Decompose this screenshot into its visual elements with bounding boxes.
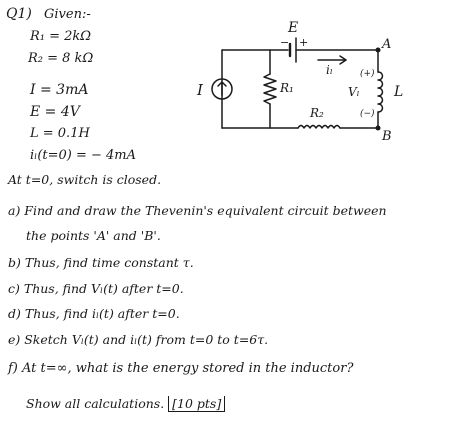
battery-label: E xyxy=(287,20,298,36)
question-number: Q1) xyxy=(6,6,32,22)
given-il0: iₗ(t=0) = − 4mA xyxy=(30,148,137,163)
circuit-diagram: I E − + R₁ R₂ iₗ A B L Vₗ (+) (−) xyxy=(196,20,403,144)
vl-plus: (+) xyxy=(360,68,375,79)
current-source-icon xyxy=(211,78,233,100)
given-e: E = 4V xyxy=(30,104,80,120)
node-a-dot xyxy=(375,47,381,53)
r2-resistor xyxy=(297,124,341,129)
given-title: Given:- xyxy=(44,7,91,22)
question-e: e) Sketch Vₗ(t) and iₗ(t) from t=0 to t=… xyxy=(8,332,269,347)
battery-minus: − xyxy=(280,36,289,49)
r1-label: R₁ xyxy=(279,81,294,95)
node-b-dot xyxy=(375,125,381,131)
node-b-label: B xyxy=(381,129,392,144)
show-calculations: Show all calculations. [10 pts] xyxy=(26,396,226,412)
question-a-line2: the points 'A' and 'B'. xyxy=(26,228,161,243)
question-b: b) Thus, find time constant τ. xyxy=(8,255,194,270)
show-calculations-text: Show all calculations. xyxy=(26,396,165,411)
r1-resistor xyxy=(263,73,277,105)
node-a-label: A xyxy=(381,37,391,52)
inductor-label: L xyxy=(393,84,403,100)
r2-label: R₂ xyxy=(309,106,324,120)
given-i: I = 3mA xyxy=(30,82,89,98)
intro-text: At t=0, switch is closed. xyxy=(8,172,162,187)
source-label: I xyxy=(196,81,204,99)
question-d: d) Thus, find iₗ(t) after t=0. xyxy=(8,306,180,321)
given-r1: R₁ = 2kΩ xyxy=(30,29,92,44)
question-a-line1: a) Find and draw the Thevenin's equivale… xyxy=(8,203,387,218)
points-box: [10 pts] xyxy=(168,396,226,412)
question-f: f) At t=∞, what is the energy stored in … xyxy=(8,361,354,376)
vl-label: Vₗ xyxy=(348,85,360,99)
vl-minus: (−) xyxy=(360,108,375,119)
given-l: L = 0.1H xyxy=(30,126,90,141)
battery-plus: + xyxy=(299,36,308,49)
question-c: c) Thus, find Vₗ(t) after t=0. xyxy=(8,281,184,296)
current-label: iₗ xyxy=(326,63,333,77)
given-r2: R₂ = 8 kΩ xyxy=(28,51,94,66)
inductor-coil xyxy=(377,71,384,113)
